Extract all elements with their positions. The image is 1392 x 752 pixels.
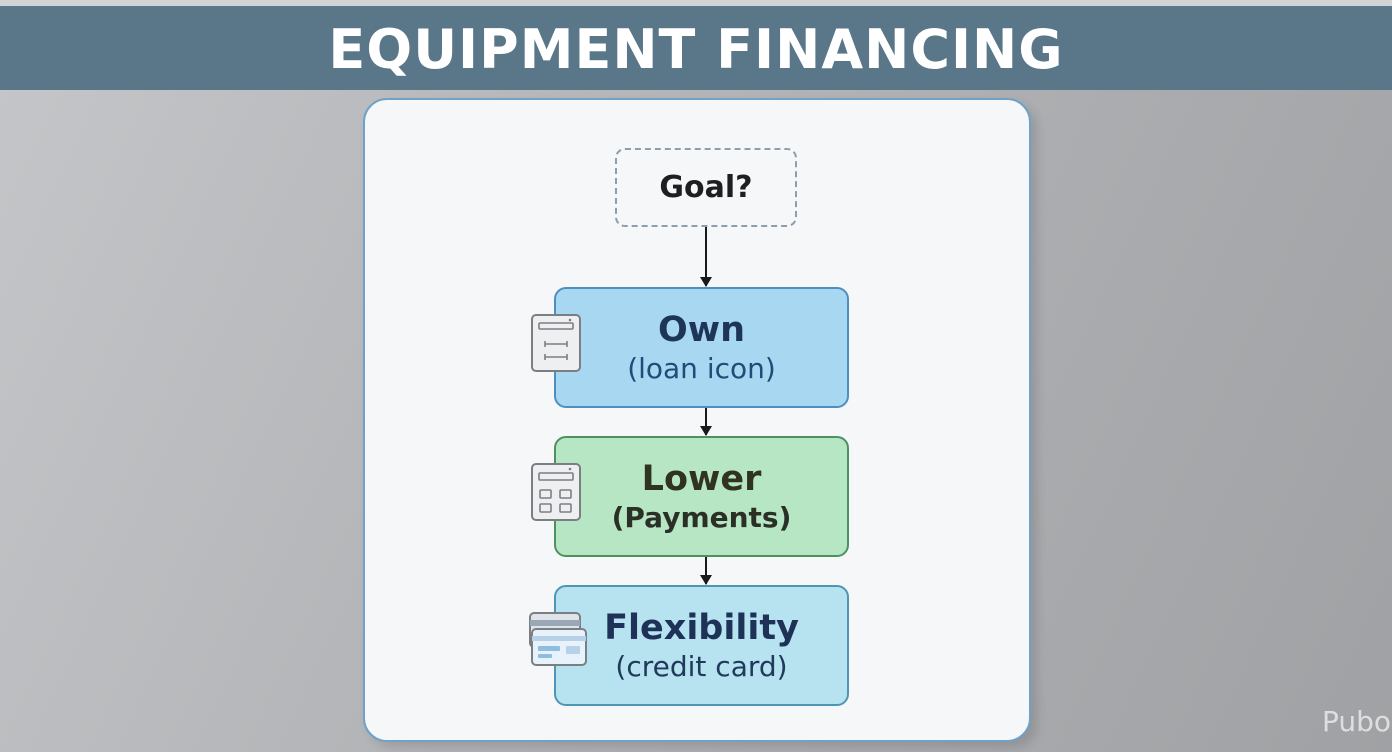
credit-card-icon (529, 612, 587, 666)
top-strip (0, 0, 1392, 6)
page-title: EQUIPMENT FINANCING (328, 17, 1064, 81)
arrow-goal-to-own (700, 227, 712, 287)
loan-document-icon (531, 314, 581, 372)
arrow-own-to-lower (700, 408, 712, 436)
watermark: Pubo (1322, 705, 1392, 738)
step-own: Own (loan icon) (554, 287, 849, 408)
step-subtitle: (loan icon) (627, 351, 776, 385)
step-title: Lower (641, 458, 762, 499)
calculator-icon (531, 463, 581, 521)
step-title: Own (657, 309, 745, 350)
arrow-lower-to-flexibility (700, 557, 712, 585)
step-flexibility: Flexibility (credit card) (554, 585, 849, 706)
goal-node: Goal? (615, 148, 797, 227)
step-lower: Lower (Payments) (554, 436, 849, 557)
step-subtitle: (Payments) (611, 500, 792, 534)
step-title: Flexibility (604, 607, 799, 648)
title-banner: EQUIPMENT FINANCING (0, 6, 1392, 90)
step-subtitle: (credit card) (615, 649, 788, 683)
